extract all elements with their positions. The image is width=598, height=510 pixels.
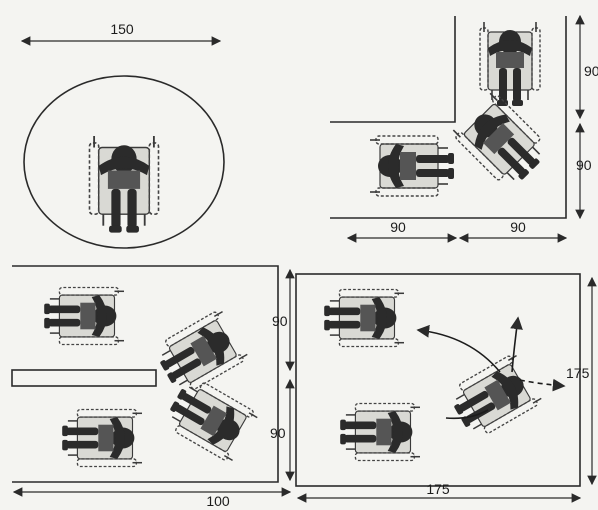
u-turn-panel: 175 175 (295, 273, 597, 503)
turn-arrow-left (416, 324, 501, 373)
turning-circle-panel: 150 (20, 21, 225, 249)
wheelchair-user-figure (160, 373, 260, 465)
corridor-passing-panel: 90 90 100 (11, 265, 295, 509)
corner-inner-wall (330, 16, 456, 123)
corridor-wall-outline (12, 265, 279, 483)
corridor-vertical-top-label: 90 (272, 313, 288, 329)
u-turn-room-outline (295, 273, 581, 487)
wheelchair-user-figure (339, 402, 421, 462)
turn-arc (445, 409, 489, 420)
corner-outer-wall (330, 16, 567, 219)
wheelchair-user-figure (323, 288, 405, 348)
wheelchair-user-figure (150, 307, 250, 399)
u-turn-side-label: 175 (566, 365, 590, 381)
wheelchair-user-figure (88, 135, 160, 234)
corridor-vertical-bottom-label: 90 (270, 425, 286, 441)
corner-lower-vertical-label: 90 (576, 157, 592, 173)
corridor-partition (11, 369, 157, 387)
wheelchair-user-figure (369, 135, 455, 197)
corner-turn-panel: 90 90 90 90 (330, 14, 598, 243)
corner-top-vertical-label: 90 (584, 63, 598, 79)
circle-diameter-label: 150 (110, 21, 134, 37)
corridor-width-label: 100 (206, 493, 230, 509)
wheelchair-user-figure (479, 21, 541, 107)
turning-circle (23, 75, 225, 249)
wheelchair-user-figure (61, 408, 143, 468)
corner-bottom-right-label: 90 (510, 219, 526, 235)
turn-arrow-right (519, 378, 566, 392)
wheelchair-user-figure (43, 286, 125, 346)
u-turn-width-label: 175 (426, 481, 450, 497)
corner-bottom-left-label: 90 (390, 219, 406, 235)
turn-arrow-up (510, 316, 523, 373)
